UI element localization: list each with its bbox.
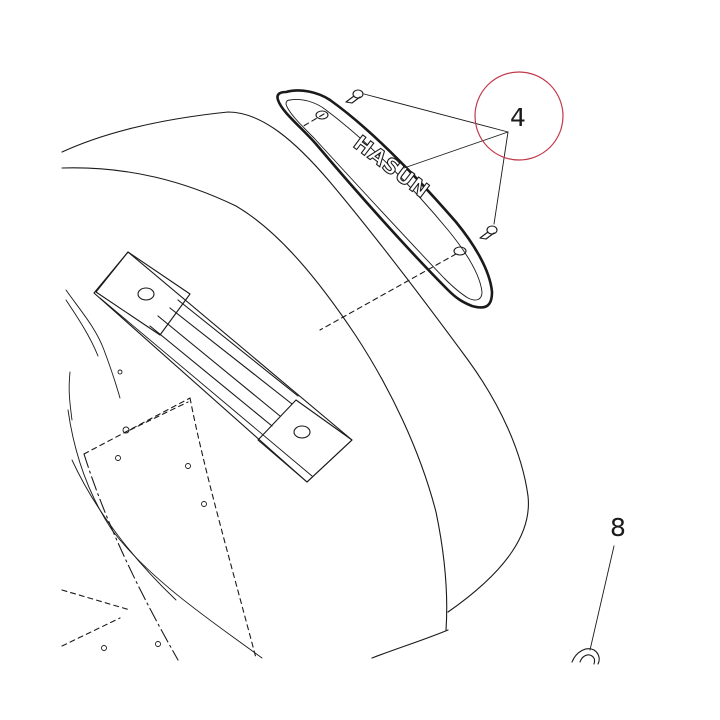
handle-bottom-screw (293, 425, 311, 439)
leader-8 (589, 545, 615, 651)
handle-bottom-cap (257, 399, 353, 483)
part-8-ring-inner (579, 654, 596, 665)
housing-top-edge (61, 111, 529, 613)
handle-assembly (93, 251, 353, 483)
panel-hole-6 (122, 426, 130, 434)
housing-body (61, 111, 529, 659)
screw-bottom-shank (479, 231, 495, 240)
assembly-line-top (299, 113, 325, 129)
screw-bottom-head (486, 225, 498, 235)
leader-4-to-badge (403, 131, 509, 169)
callout-4-label: 4 (510, 103, 526, 132)
panel-dashdot-left (83, 453, 179, 661)
panel-hole-4 (155, 641, 161, 647)
panel-dashed-right (189, 397, 257, 659)
screw-top (345, 89, 364, 104)
housing-side-edge (68, 371, 73, 421)
housing-inner-contour-left (65, 289, 121, 399)
logo-badge-hole-top (315, 110, 329, 120)
part-8-ring-outer (571, 648, 600, 665)
handle-grip-rail-3 (169, 307, 293, 405)
handle-top-screw (137, 287, 155, 301)
screw-top-head (352, 89, 364, 99)
handle-grip-rail-4 (177, 299, 299, 397)
housing-lower-edge (371, 629, 449, 659)
panel-hole-2 (185, 463, 191, 469)
panel-dashed-top (83, 397, 191, 455)
housing-inner-contour-left-2 (65, 299, 99, 357)
screw-bottom (479, 225, 498, 240)
callout-4-leaders (363, 93, 509, 225)
callout-4-highlight-circle (474, 71, 564, 161)
leader-4-to-bottom-screw (493, 131, 509, 225)
panel-dashed-bottom (61, 589, 131, 611)
panel-hole-5 (101, 645, 107, 651)
handle-base-plate (93, 251, 353, 483)
housing-inner-edge (61, 167, 448, 631)
callout-8-label: 8 (610, 513, 626, 542)
logo-badge-hole-bottom (453, 246, 467, 256)
screw-top-shank (345, 95, 361, 104)
logo-badge: HASUN (276, 89, 494, 309)
housing-front-curve-2 (71, 459, 177, 601)
panel-dashed-bottom-2 (61, 617, 121, 647)
logo-badge-outline (276, 89, 494, 309)
panel-hole-7 (117, 369, 123, 375)
side-panel-dashed (61, 369, 257, 661)
panel-hole-1 (115, 455, 121, 461)
leader-4-to-top-screw (363, 93, 509, 133)
assembly-line-bottom (319, 253, 457, 331)
housing-front-curve (67, 409, 263, 659)
handle-plate-inner-line (99, 297, 313, 477)
mount-dash-line (129, 401, 189, 431)
logo-badge-inner-outline (285, 99, 483, 301)
logo-badge-text: HASUN (349, 131, 434, 203)
handle-top-cap (95, 251, 191, 336)
handle-grip-rail-2 (157, 315, 281, 417)
panel-hole-3 (201, 501, 207, 507)
handle-grip-rail-1 (149, 325, 273, 427)
part-8 (571, 648, 600, 665)
